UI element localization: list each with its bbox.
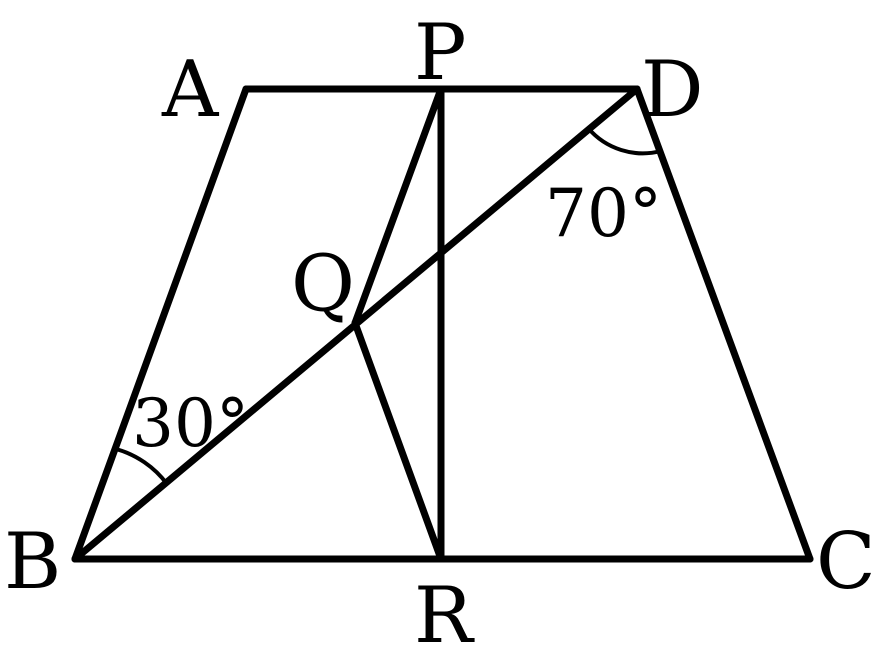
angle-label-b: 30°	[132, 385, 249, 462]
angle-arc-d	[586, 126, 662, 156]
angle-label-d: 70°	[545, 175, 662, 252]
point-label-d: D	[641, 45, 704, 135]
segment-pq	[351, 85, 445, 327]
segment-qr	[351, 319, 445, 563]
point-label-q: Q	[291, 239, 355, 329]
point-label-r: R	[414, 571, 475, 661]
point-label-b: B	[4, 517, 61, 607]
segment-ab	[71, 85, 250, 563]
point-label-p: P	[414, 8, 466, 98]
point-label-a: A	[161, 45, 220, 135]
angle-arc-b	[115, 447, 169, 486]
segment-dc	[633, 85, 814, 563]
point-label-c: C	[816, 517, 876, 607]
